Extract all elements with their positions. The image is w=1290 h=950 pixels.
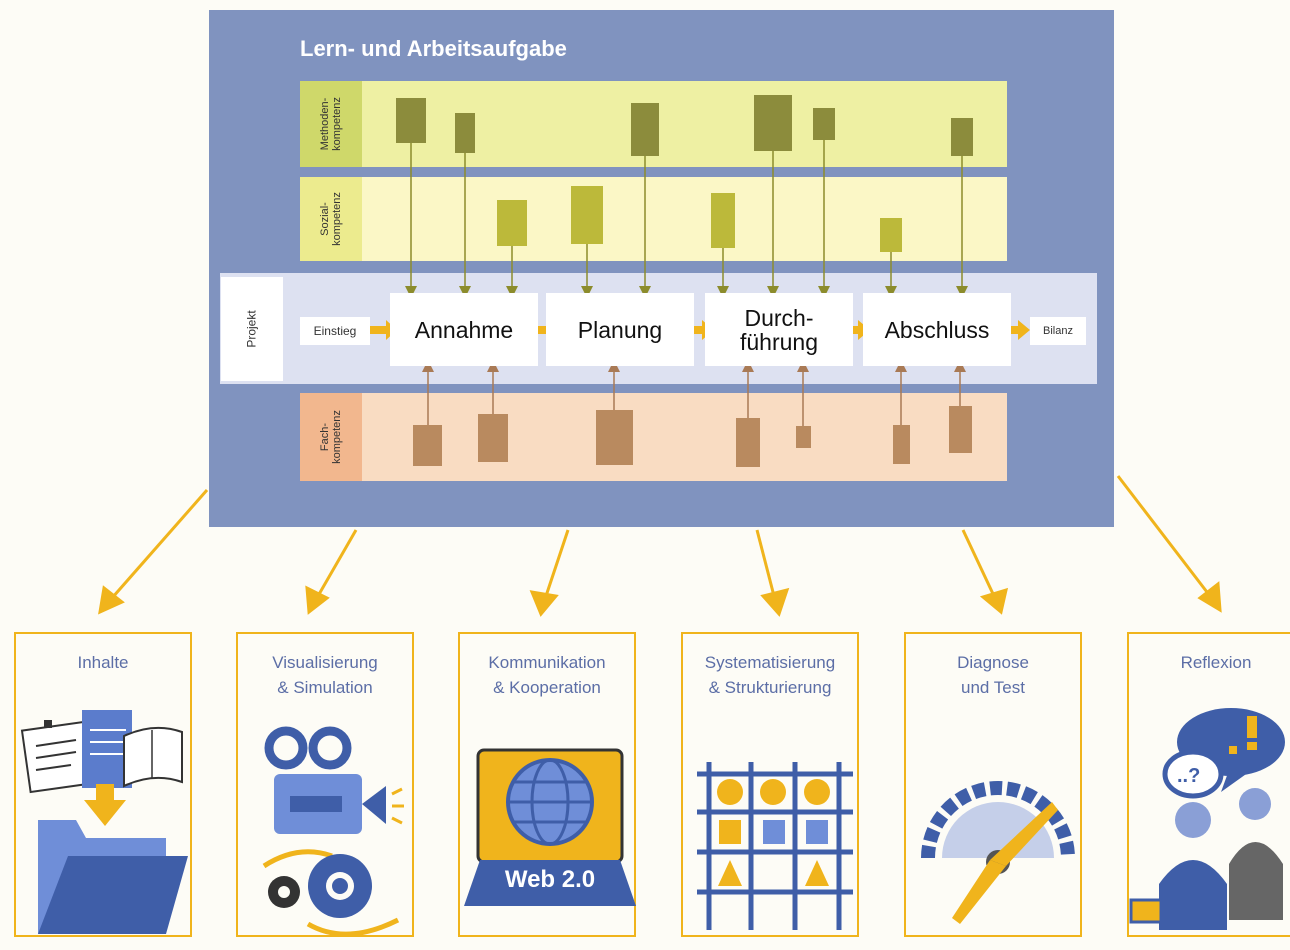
methoden-block: [455, 113, 475, 153]
competence-lines-up: [422, 360, 966, 426]
phase-abschluss: Abschluss: [863, 293, 1011, 366]
fach-block: [893, 425, 910, 464]
competence-lines-down: [405, 140, 968, 298]
card-inhalte: Inhalte: [14, 632, 192, 937]
bilanz-label: Bilanz: [1043, 325, 1073, 337]
fach-blocks: [413, 406, 972, 467]
methoden-blocks: [396, 95, 973, 156]
fach-block: [478, 414, 508, 462]
panel-title: Lern- und Arbeitsaufgabe: [300, 36, 567, 61]
card-systematisierung: Systematisierung & Strukturierung: [681, 632, 859, 937]
methoden-block: [754, 95, 792, 151]
fach-block: [736, 418, 760, 467]
card-inhalte-title: Inhalte: [77, 653, 129, 672]
methoden-block: [951, 118, 973, 156]
methoden-band-label: Methoden- kompetenz: [300, 81, 362, 167]
card-kommunikation-title: Kommunikation & Kooperation: [488, 653, 606, 697]
sozial-band-label: Sozial- kompetenz: [300, 177, 362, 261]
phase-durchfuehrung: Durch- führung: [705, 293, 853, 366]
phase-planung-label: Planung: [577, 316, 663, 343]
bilanz-box: Bilanz: [1030, 317, 1086, 345]
fach-block: [949, 406, 972, 453]
methoden-block: [813, 108, 835, 140]
flow-arrow: [1004, 320, 1030, 340]
fach-block: [413, 425, 442, 466]
gauge-icon: [921, 781, 1075, 924]
card-reflexion: Reflexion ..?: [1127, 632, 1290, 937]
sozial-blocks: [497, 186, 902, 252]
grid-shapes-icon: [697, 762, 853, 930]
phase-annahme-label: Annahme: [414, 316, 514, 343]
phase-durchfuehrung-label: Durch- führung: [739, 304, 818, 355]
card-systematisierung-title: Systematisierung & Strukturierung: [704, 653, 836, 697]
projekt-label: Projekt: [221, 277, 283, 381]
fach-block: [596, 410, 633, 465]
sozial-block: [880, 218, 902, 252]
sozial-block: [711, 193, 735, 248]
camera-gears-icon: [262, 726, 404, 937]
svg-text:..?: ..?: [1177, 765, 1200, 787]
phase-annahme: Annahme: [390, 293, 538, 366]
sozial-block: [571, 186, 603, 244]
methoden-block: [396, 98, 426, 143]
fach-band-label: Fach- kompetenz: [300, 393, 362, 481]
web20-badge: Web 2.0: [504, 866, 596, 893]
laptop-globe-icon: [464, 748, 636, 906]
documents-folder-icon: [20, 710, 188, 934]
card-visualisierung: Visualisierung & Simulation: [236, 632, 414, 937]
einstieg-label: Einstieg: [313, 324, 357, 338]
methoden-block: [631, 103, 659, 156]
phase-abschluss-label: Abschluss: [884, 316, 990, 343]
phase-planung: Planung: [546, 293, 694, 366]
panel-to-card-arrows: [98, 475, 1222, 617]
card-diagnose: Diagnose und Test: [904, 632, 1082, 937]
card-diagnose-title: Diagnose und Test: [957, 653, 1029, 697]
sozial-block: [497, 200, 527, 246]
card-visualisierung-title: Visualisierung & Simulation: [272, 653, 378, 697]
fach-block: [796, 426, 811, 448]
einstieg-box: Einstieg: [300, 317, 370, 345]
people-speech-icon: ..?: [1129, 708, 1285, 930]
card-kommunikation: Kommunikation & Kooperation Web 2.0: [458, 632, 636, 937]
card-reflexion-title: Reflexion: [1180, 653, 1252, 672]
